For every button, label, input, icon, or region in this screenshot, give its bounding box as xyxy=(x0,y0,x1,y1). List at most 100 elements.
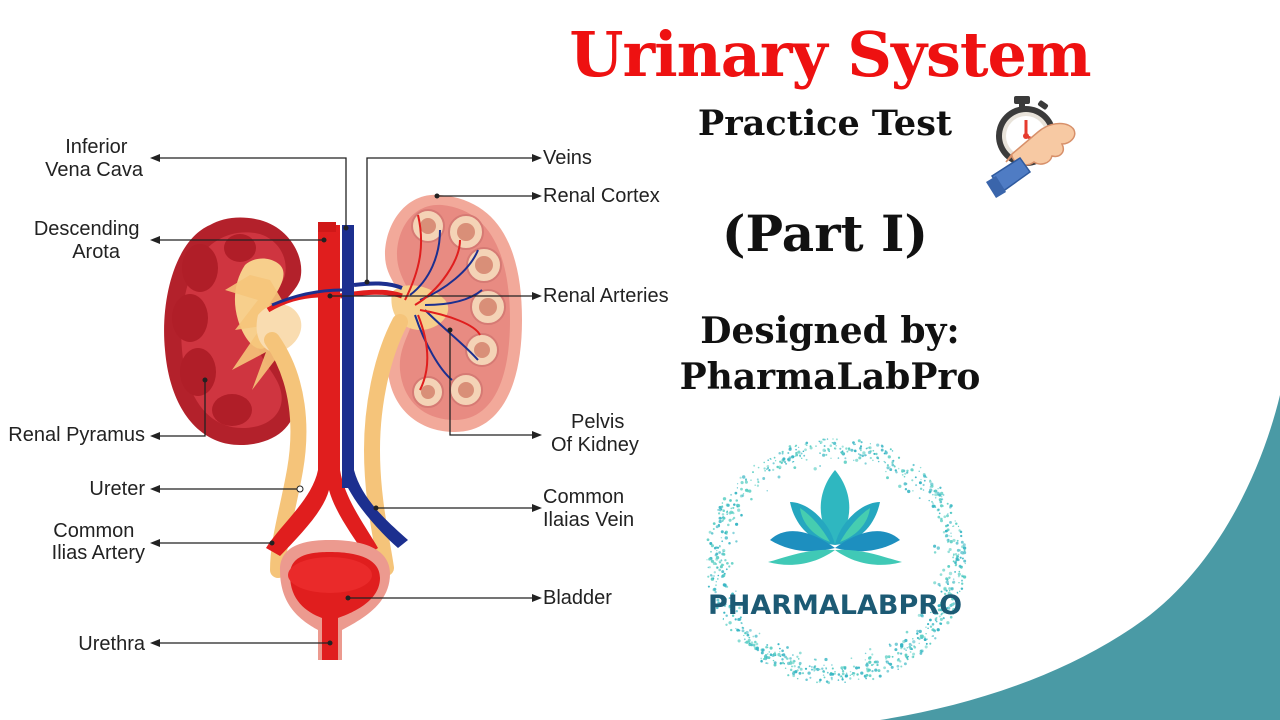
logo-ring-dot xyxy=(877,460,880,463)
logo-ring-dot xyxy=(947,564,951,568)
logo-ring-dot xyxy=(723,611,726,614)
logo-ring-dot xyxy=(937,515,941,519)
logo-ring-dot xyxy=(907,655,909,658)
logo-ring-dot xyxy=(959,530,963,534)
logo-ring-dot xyxy=(755,642,759,646)
logo-ring-dot xyxy=(841,678,844,681)
logo-ring-dot xyxy=(886,466,890,470)
logo-ring-dot xyxy=(931,500,933,503)
logo-ring-dot xyxy=(918,481,922,485)
logo-ring-dot xyxy=(825,667,828,670)
logo-ring-dot xyxy=(725,511,729,514)
logo-ring-dot xyxy=(793,466,797,470)
logo-ring-dot xyxy=(823,445,826,447)
logo-ring-dot xyxy=(893,465,896,467)
logo-ring-dot xyxy=(860,449,862,452)
logo-ring-dot xyxy=(912,652,916,656)
logo-ring-dot xyxy=(937,508,940,511)
logo-ring-dot xyxy=(754,640,757,644)
logo-ring-dot xyxy=(813,670,815,672)
logo-ring-dot xyxy=(887,662,890,665)
logo-ring-dot xyxy=(729,499,732,502)
label-descending-aorta: Descending Arota xyxy=(34,218,145,263)
logo-ring-dot xyxy=(781,658,784,661)
logo-ring-dot xyxy=(826,671,829,674)
logo-ring-dot xyxy=(763,467,766,470)
logo-ring-dot xyxy=(719,561,721,564)
logo-ring-dot xyxy=(788,661,793,665)
logo-ring-dot xyxy=(716,598,720,602)
logo-ring-dot xyxy=(801,672,805,675)
label-veins: Veins xyxy=(543,147,592,169)
logo-ring-dot xyxy=(730,562,734,565)
logo-ring-dot xyxy=(808,665,811,668)
logo-ring-dot xyxy=(735,540,738,543)
logo-ring-dot xyxy=(784,655,787,659)
logo-ring-dot xyxy=(939,573,943,576)
logo-ring-dot xyxy=(748,636,751,639)
logo-ring-dot xyxy=(936,628,940,632)
logo-ring-dot xyxy=(740,481,744,485)
logo-ring-dot xyxy=(792,460,795,463)
page-subtitle: Practice Test xyxy=(697,103,953,144)
logo-ring-dot xyxy=(779,651,781,653)
logo-ring-dot xyxy=(725,623,728,626)
logo-ring-dot xyxy=(952,556,955,559)
logo-ring-dot xyxy=(908,642,912,646)
logo-ring-dot xyxy=(734,618,737,621)
logo-ring-dot xyxy=(731,596,734,599)
label-inferior-vena-cava-line2: Vena Cava xyxy=(45,159,144,181)
logo-ring-dot xyxy=(883,460,885,463)
logo-ring-dot xyxy=(715,606,719,610)
logo-ring-dot xyxy=(945,580,949,584)
logo-ring-dot xyxy=(851,673,853,676)
label-inferior-vena-cava-line1: Inferior xyxy=(65,136,128,158)
logo-ring-dot xyxy=(726,586,729,588)
logo-ring-dot xyxy=(766,644,769,646)
logo-ring-dot xyxy=(778,465,782,469)
logo-ring-dot xyxy=(740,487,743,491)
logo-ring-dot xyxy=(835,444,838,447)
logo-ring-dot xyxy=(815,445,817,447)
logo-ring-dot xyxy=(859,447,862,449)
logo-ring-dot xyxy=(946,528,950,532)
logo-ring-dot xyxy=(788,456,792,460)
logo-ring-dot xyxy=(826,438,829,440)
logo-ring-dot xyxy=(962,575,964,578)
logo-ring-dot xyxy=(844,674,849,678)
logo-ring-dot xyxy=(883,666,886,670)
logo-ring-dot xyxy=(845,672,848,675)
logo-ring-dot xyxy=(955,559,958,562)
logo-ring-dot xyxy=(903,662,907,666)
logo-ring-dot xyxy=(786,646,789,649)
label-descending-aorta-line1: Descending xyxy=(34,218,140,240)
logo-ring-dot xyxy=(950,532,952,534)
logo-ring-dot xyxy=(717,512,721,515)
logo-ring-dot xyxy=(865,677,867,680)
logo-ring-dot xyxy=(938,584,941,587)
logo-ring-dot xyxy=(841,672,845,676)
logo-ring-dot xyxy=(849,677,852,680)
logo-ring-dot xyxy=(717,574,720,577)
logo-ring-dot xyxy=(900,647,903,650)
logo-ring-dot xyxy=(781,661,785,665)
logo-ring-dot xyxy=(819,678,822,682)
logo-ring-dot xyxy=(877,669,881,673)
logo-ring-dot xyxy=(912,638,914,640)
logo-ring-dot xyxy=(825,453,828,456)
logo-ring-dot xyxy=(756,648,760,652)
logo-ring-dot xyxy=(754,484,756,486)
logo-ring-dot xyxy=(823,438,826,441)
logo-ring-dot xyxy=(960,587,964,590)
logo-ring-dot xyxy=(809,676,812,679)
logo-ring-dot xyxy=(922,489,925,491)
logo-ring-dot xyxy=(960,540,964,544)
logo-ring-dot xyxy=(839,447,842,450)
logo-ring-dot xyxy=(950,535,953,538)
logo-ring-dot xyxy=(822,674,825,676)
logo-ring-dot xyxy=(774,654,777,657)
logo-ring-dot xyxy=(724,536,728,540)
logo-ring-dot xyxy=(834,671,836,673)
logo-ring-dot xyxy=(852,459,855,462)
logo-ring-dot xyxy=(906,469,909,473)
